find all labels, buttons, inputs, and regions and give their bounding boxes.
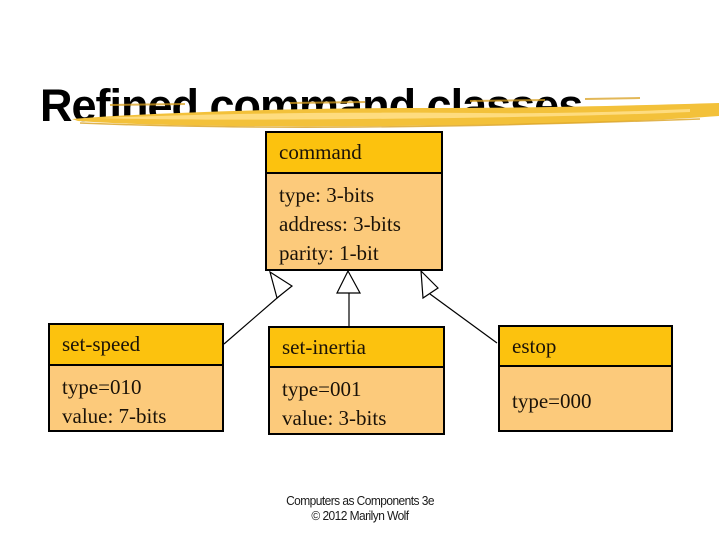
uml-class-estop-attributes: type=000 (500, 367, 671, 416)
uml-class-set-speed-attributes: type=010 value: 7-bits (50, 366, 222, 431)
uml-class-estop: estop type=000 (498, 325, 673, 432)
slide-footer: Computers as Components 3e © 2012 Marily… (29, 493, 691, 523)
inheritance-triangle-left (269, 270, 294, 300)
uml-class-set-speed: set-speed type=010 value: 7-bits (48, 323, 224, 432)
attribute-line: type=000 (512, 389, 592, 413)
attribute-line: value: 3-bits (282, 406, 387, 430)
uml-class-command-attributes: type: 3-bits address: 3-bits parity: 1-b… (267, 174, 441, 268)
uml-class-command-name: command (267, 133, 441, 174)
attribute-line: type=001 (282, 377, 362, 401)
footer-copyright: © 2012 Marilyn Wolf (311, 508, 409, 523)
footer-book-title: Computers as Components 3e (286, 493, 434, 508)
attribute-line: parity: 1-bit (279, 241, 379, 265)
inheritance-triangle-middle (336, 269, 362, 294)
inheritance-triangle-right (420, 269, 439, 300)
uml-class-set-inertia: set-inertia type=001 value: 3-bits (268, 326, 445, 435)
uml-class-set-inertia-name: set-inertia (270, 328, 443, 368)
attribute-line: type: 3-bits (279, 183, 375, 207)
uml-class-set-speed-name: set-speed (50, 325, 222, 366)
uml-class-estop-name: estop (500, 327, 671, 367)
uml-class-command: command type: 3-bits address: 3-bits par… (265, 131, 443, 271)
attribute-line: value: 7-bits (62, 404, 167, 428)
highlight-swoosh-graphic (72, 97, 719, 128)
attribute-line: type=010 (62, 375, 142, 399)
uml-class-set-inertia-attributes: type=001 value: 3-bits (270, 368, 443, 433)
attribute-line: address: 3-bits (279, 212, 401, 236)
